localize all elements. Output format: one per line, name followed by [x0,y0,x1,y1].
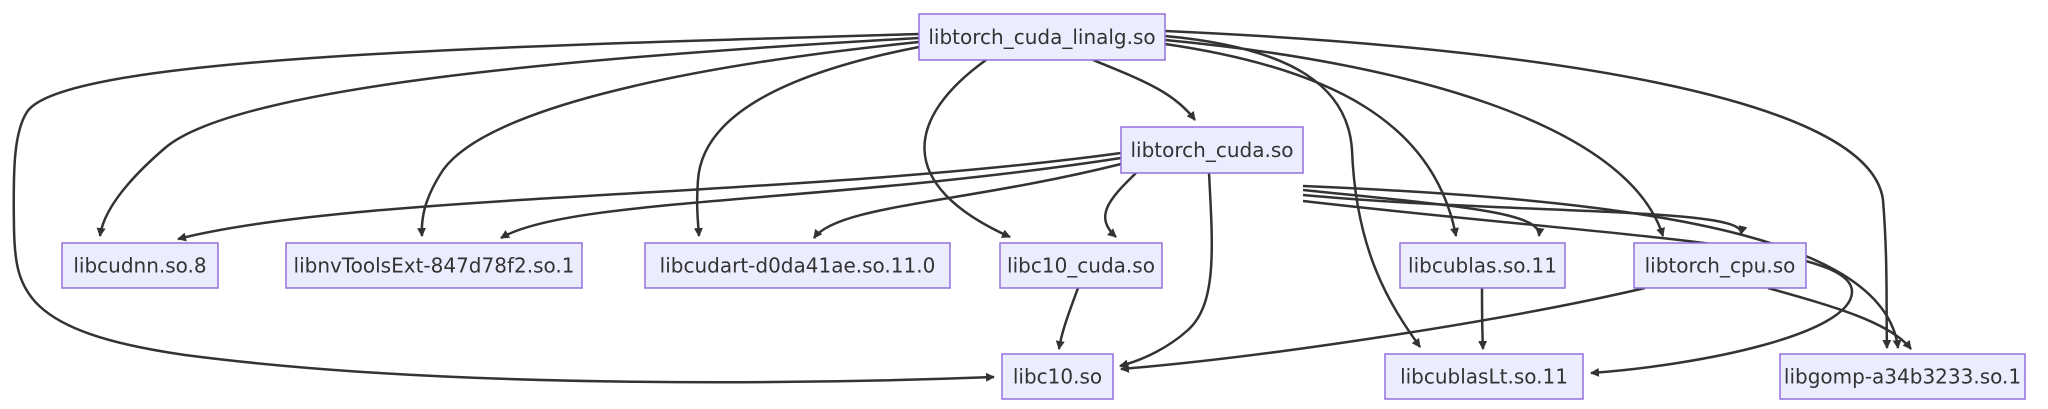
node-box [61,242,219,289]
edge-libtorch_cuda_linalg-libcudnn [96,36,920,237]
node-label: libc10_cuda.so [1007,254,1155,278]
edge-libtorch_cuda-libgomp [1302,184,1902,349]
node-box [285,242,583,289]
node-libcudart: libcudart-d0da41ae.so.11.0 [644,242,951,289]
edge-libtorch_cpu-libc10 [1120,286,1646,373]
edge-libtorch_cuda_linalg-libtorch_cuda [1092,58,1196,121]
edge-libtorch_cuda_linalg-libtorch_cpu [1164,38,1665,237]
node-label: libnvToolsExt-847d78f2.so.1 [294,254,575,278]
node-box [1001,353,1114,400]
node-libtorch_cuda: libtorch_cuda.so [1120,126,1304,174]
node-label: libtorch_cpu.so [1645,254,1796,278]
edge-libtorch_cuda-libcublas [1302,188,1545,237]
edge-libtorch_cuda_linalg-libnvToolsExt [417,40,920,237]
edge-libtorch_cuda-libnvToolsExt [500,156,1122,240]
node-libtorch_cuda_linalg: libtorch_cuda_linalg.so [918,13,1166,61]
edge-libtorch_cpu-libgomp [1767,286,1912,350]
edge-libtorch_cuda_linalg-libc10 [12,32,995,384]
edge-libtorch_cuda-libcudart [812,162,1122,239]
node-box [999,242,1163,289]
edge-libtorch_cuda_linalg-libcublasLt [1164,34,1422,348]
node-libnvToolsExt: libnvToolsExt-847d78f2.so.1 [285,242,583,289]
node-libc10: libc10.so [1001,353,1114,400]
edge-libtorch_cuda_linalg-libc10_cuda [923,58,1011,239]
node-box [1633,242,1807,289]
edge-libtorch_cuda_linalg-libcudart [693,45,920,237]
node-label: libcudart-d0da41ae.so.11.0 [660,254,936,278]
edge-libtorch_cuda-libcudnn [177,151,1122,242]
edge-libtorch_cuda-libc10_cuda [1104,172,1137,238]
node-libcudnn: libcudnn.so.8 [61,242,219,289]
node-box [918,13,1166,61]
edge-libtorch_cuda-libtorch_cpu [1302,193,1748,235]
node-label: libtorch_cuda.so [1131,138,1294,162]
node-libcublas: libcublas.so.11 [1399,242,1566,289]
node-libcublasLt: libcublasLt.so.11 [1384,353,1584,400]
node-libtorch_cpu: libtorch_cpu.so [1633,242,1807,289]
node-libgomp: libgomp-a34b3233.so.1 [1779,353,2026,400]
node-label: libcudnn.so.8 [73,254,206,278]
node-box [1399,242,1566,289]
node-label: libtorch_cuda_linalg.so [928,25,1155,49]
edge-libtorch_cuda_linalg-libgomp [1164,29,1892,349]
node-libc10_cuda: libc10_cuda.so [999,242,1163,289]
node-label: libgomp-a34b3233.so.1 [1784,365,2021,389]
edge-libtorch_cuda-libcublasLt [1302,199,1854,377]
edge-libcublas-libcublasLt [1478,287,1488,350]
node-box [1120,126,1304,174]
edge-libtorch_cuda-libc10 [1119,172,1214,369]
node-box [644,242,951,289]
node-label: libcublas.so.11 [1408,254,1557,278]
node-box [1384,353,1584,400]
node-box [1779,353,2026,400]
edge-libc10_cuda-libc10 [1055,287,1080,350]
node-label: libc10.so [1013,365,1102,389]
node-label: libcublasLt.so.11 [1400,365,1568,389]
